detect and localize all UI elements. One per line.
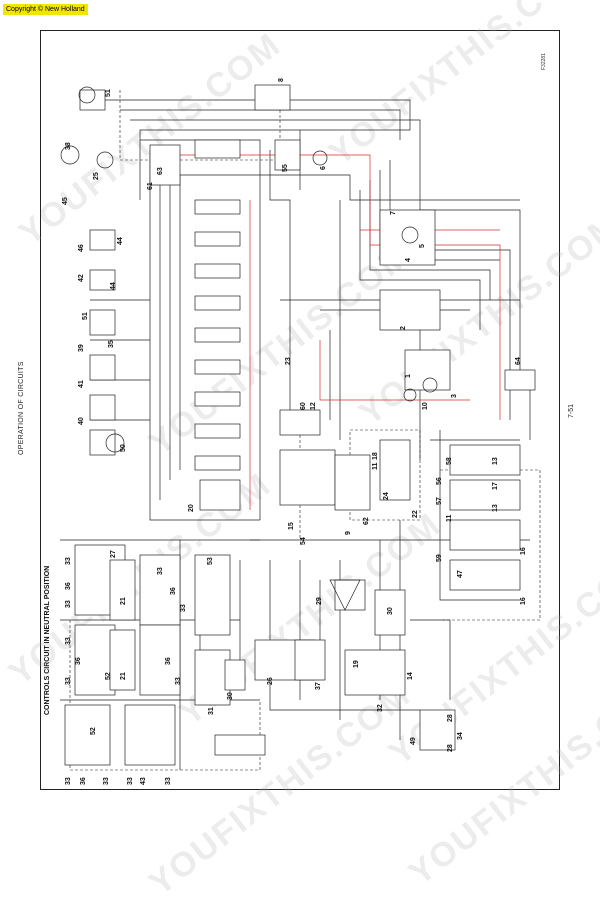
callout-6: 6 [320,166,327,170]
callout-33: 33 [180,604,187,612]
callout-8: 8 [278,78,285,82]
callout-55: 55 [282,164,289,172]
callout-51: 51 [105,89,112,97]
callout-33: 33 [157,567,164,575]
callout-36: 36 [165,657,172,665]
callout-57: 57 [436,497,443,505]
callout-28: 28 [447,744,454,752]
callout-63: 63 [157,167,164,175]
callout-32: 32 [377,704,384,712]
callout-25: 25 [93,172,100,180]
callout-34: 34 [457,732,464,740]
callout-44: 44 [117,237,124,245]
callout-33: 33 [65,600,72,608]
callout-42: 42 [78,274,85,282]
callout-33: 33 [65,637,72,645]
callout-18: 18 [372,452,379,460]
callout-33: 33 [65,557,72,565]
callout-36: 36 [170,587,177,595]
callout-61: 61 [147,182,154,190]
callout-33: 33 [65,777,72,785]
callout-50: 50 [120,444,127,452]
callout-21: 21 [120,672,127,680]
callout-28: 28 [447,714,454,722]
callout-3: 3 [451,394,458,398]
callout-23: 23 [285,357,292,365]
callout-7: 7 [390,211,397,215]
callout-37: 37 [315,682,322,690]
callout-31: 31 [208,707,215,715]
callout-54: 54 [300,537,307,545]
callout-11: 11 [372,462,379,470]
callout-62: 62 [363,517,370,525]
callout-38: 38 [65,142,72,150]
callout-26: 26 [267,677,274,685]
callout-46: 46 [78,244,85,252]
callout-64: 64 [515,357,522,365]
callout-17: 17 [492,482,499,490]
callout-10: 10 [422,402,429,410]
callout-45: 45 [62,197,69,205]
callout-20: 20 [188,504,195,512]
callout-12: 12 [310,402,317,410]
callout-36: 36 [80,777,87,785]
callout-30: 30 [387,607,394,615]
callout-33: 33 [175,677,182,685]
callout-36: 36 [65,582,72,590]
callout-59: 59 [436,554,443,562]
callout-52: 52 [90,727,97,735]
copyright-notice: Copyright © New Holland [3,4,88,15]
callout-24: 24 [383,492,390,500]
callout-5: 5 [419,244,426,248]
callout-39: 39 [78,344,85,352]
callout-15: 15 [288,522,295,530]
callout-49: 49 [410,737,417,745]
callout-33: 33 [65,677,72,685]
callout-47: 47 [457,570,464,578]
callout-43: 43 [140,777,147,785]
callout-40: 40 [78,417,85,425]
callout-22: 22 [412,510,419,518]
callout-14: 14 [407,672,414,680]
callout-35: 35 [108,340,115,348]
callout-33: 33 [103,777,110,785]
callout-53: 53 [207,557,214,565]
diagram-frame [40,30,560,790]
callout-13: 13 [492,457,499,465]
callout-27: 27 [110,550,117,558]
callout-30: 30 [227,692,234,700]
callout-52: 52 [105,672,112,680]
callout-41: 41 [78,380,85,388]
callout-33: 33 [127,777,134,785]
callout-16: 16 [520,597,527,605]
hydraulic-schematic: 51 8 38 25 45 61 63 55 6 7 4 5 46 44 42 … [60,78,541,785]
callout-4: 4 [405,258,412,262]
callout-29: 29 [316,597,323,605]
callout-19: 19 [353,660,360,668]
callout-2: 2 [400,326,407,330]
callout-58: 58 [446,457,453,465]
callout-60: 60 [300,402,307,410]
callout-9: 9 [345,531,352,535]
callout-21: 21 [120,597,127,605]
callout-1: 1 [405,374,412,378]
callout-33: 33 [165,777,172,785]
callout-44: 44 [110,282,117,290]
callout-11: 11 [446,514,453,522]
callout-56: 56 [436,477,443,485]
callout-16: 16 [520,547,527,555]
callout-36: 36 [75,657,82,665]
callout-51: 51 [82,312,89,320]
callout-13: 13 [492,504,499,512]
